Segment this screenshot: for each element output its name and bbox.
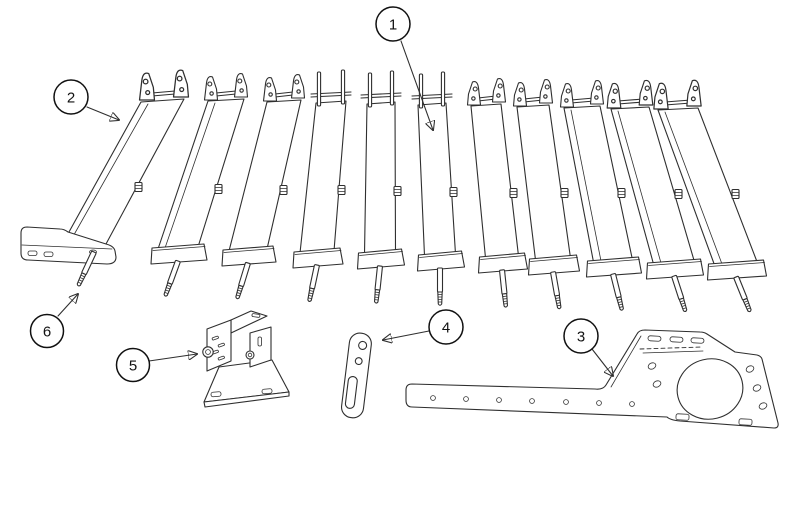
rack-rail-3 bbox=[221, 74, 306, 300]
callout-4-arrow bbox=[383, 330, 430, 340]
callout-5: 5 bbox=[115, 347, 151, 383]
callout-3-arrow bbox=[591, 348, 613, 376]
callout-6: 6 bbox=[29, 313, 65, 349]
rack-rail-11 bbox=[653, 79, 768, 314]
flange-bolt-head bbox=[202, 346, 214, 358]
spare-tire-cutout bbox=[676, 358, 744, 420]
mount-bracket bbox=[202, 310, 290, 408]
callout-2-label: 2 bbox=[67, 90, 75, 107]
rack-rail-4 bbox=[292, 69, 352, 303]
rack-rail-9 bbox=[559, 80, 643, 312]
callout-4-label: 4 bbox=[442, 320, 450, 337]
callout-5-arrow bbox=[148, 354, 197, 362]
callout-3: 3 bbox=[563, 318, 599, 354]
callout-5-label: 5 bbox=[129, 358, 137, 375]
rack-rail-2 bbox=[150, 73, 249, 298]
callout-6-arrow bbox=[57, 294, 78, 317]
callout-6-label: 6 bbox=[43, 324, 51, 341]
bracket-right-flange bbox=[249, 326, 272, 368]
rack-rail-6 bbox=[411, 71, 466, 306]
callout-1-label: 1 bbox=[389, 17, 397, 34]
callout-arrows bbox=[57, 40, 613, 376]
callout-2: 2 bbox=[53, 79, 89, 115]
callout-3-label: 3 bbox=[577, 329, 585, 346]
long-support-bracket bbox=[405, 329, 779, 429]
callout-1-arrow bbox=[400, 40, 433, 130]
callout-1: 1 bbox=[375, 6, 411, 42]
rack-rail-5 bbox=[356, 70, 406, 304]
rack-rail-8 bbox=[512, 79, 581, 310]
rack-rail-10 bbox=[606, 79, 705, 313]
rack-rail-7 bbox=[466, 78, 529, 308]
bracket-left-flange bbox=[206, 319, 232, 372]
support-rail-left-end bbox=[20, 69, 190, 288]
slotted-link-strap bbox=[340, 332, 372, 419]
callout-4: 4 bbox=[428, 309, 464, 345]
callout-2-arrow bbox=[86, 106, 119, 120]
